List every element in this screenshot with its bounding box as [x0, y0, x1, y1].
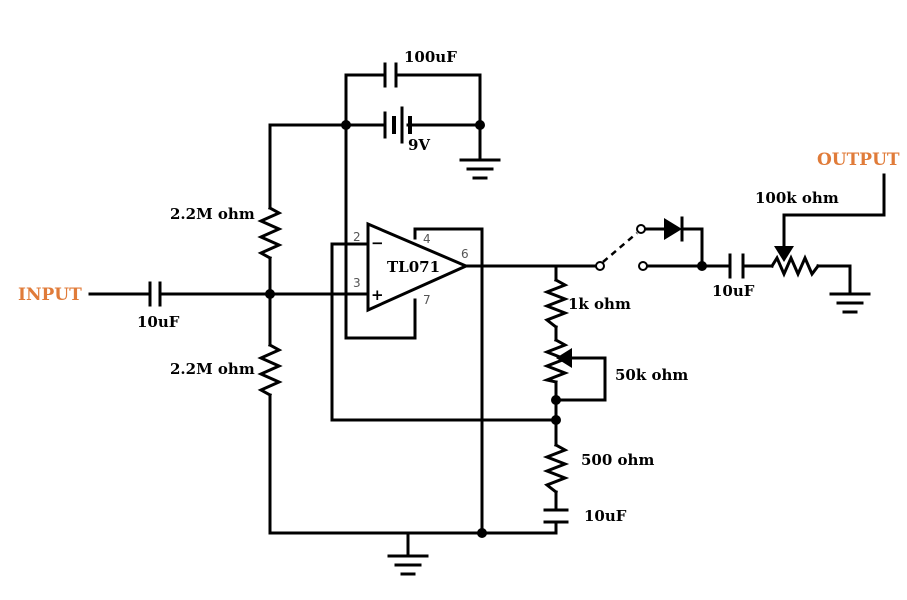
capacitor-100uf-label: 100uF [404, 48, 457, 66]
opamp-tl071 [366, 221, 470, 313]
potentiometer-50k [541, 337, 572, 384]
opamp-pin-2: 2 [353, 230, 361, 244]
capacitor-output-label: 10uF [712, 282, 755, 300]
output-label: OUTPUT [817, 150, 900, 170]
opamp-inverting-sign: − [371, 234, 384, 252]
resistor-bias-bottom-label: 2.2M ohm [170, 360, 255, 378]
capacitor-input-label: 10uF [137, 313, 180, 331]
resistor-1k-label: 1k ohm [568, 295, 631, 313]
capacitor-input [148, 281, 162, 307]
capacitor-gain [543, 508, 569, 524]
opamp-pin-6: 6 [461, 247, 469, 261]
ground-symbol-bottom [387, 554, 429, 576]
potentiometer-100k [769, 246, 821, 278]
ground-symbol-output [829, 292, 871, 314]
input-label: INPUT [18, 285, 82, 305]
resistor-bias-top [257, 205, 283, 261]
resistor-bias-bottom [257, 342, 283, 398]
wires [88, 73, 886, 558]
capacitor-output [728, 253, 745, 279]
opamp-pin-4: 4 [423, 232, 431, 246]
junction-dots [265, 120, 707, 538]
diode [664, 216, 684, 242]
opamp-pin-7: 7 [423, 293, 431, 307]
resistor-500 [542, 442, 570, 495]
battery-9v-label: 9V [408, 136, 430, 154]
bypass-switch [595, 224, 648, 271]
resistor-500-label: 500 ohm [581, 451, 654, 469]
battery-9v [383, 106, 412, 144]
resistor-bias-top-label: 2.2M ohm [170, 205, 255, 223]
opamp-pin-3: 3 [353, 276, 361, 290]
resistor-1k [542, 277, 570, 330]
opamp-noninverting-sign: + [371, 286, 384, 304]
potentiometer-50k-label: 50k ohm [615, 366, 688, 384]
capacitor-100uf [383, 62, 398, 88]
potentiometer-100k-label: 100k ohm [755, 189, 839, 207]
capacitor-gain-label: 10uF [584, 507, 627, 525]
opamp-name-label: TL071 [387, 258, 440, 276]
ground-symbol-supply [459, 158, 501, 180]
